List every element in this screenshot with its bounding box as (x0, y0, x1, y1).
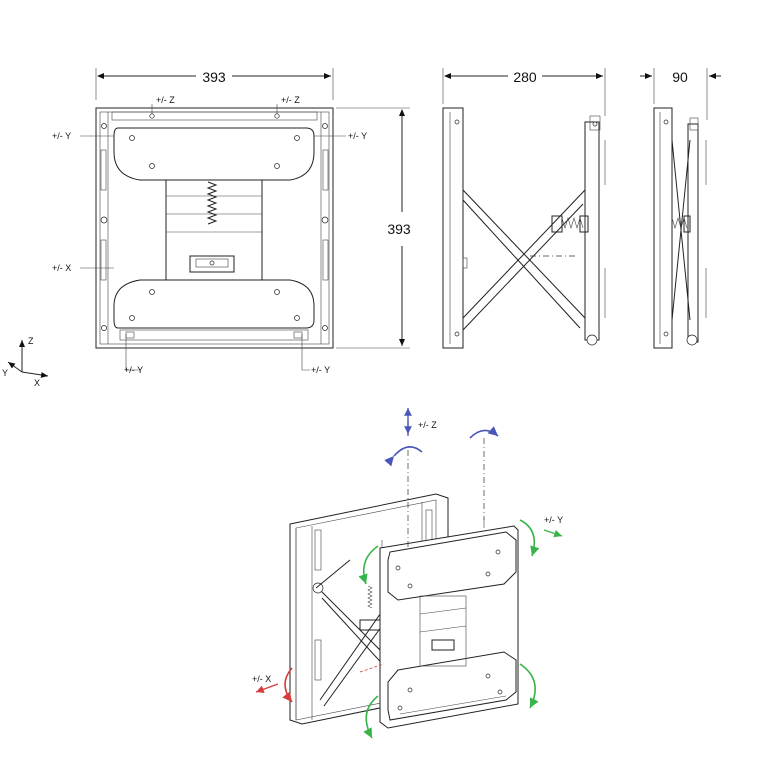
compact-view: 90 (640, 68, 721, 349)
label-front-y-bottom-right: +/- Y (311, 365, 330, 375)
label-front-z-right: +/- Z (281, 95, 300, 105)
front-height-text: 393 (387, 221, 411, 237)
side-view: 280 (442, 68, 606, 349)
iso-y-rotation: +/- Y (358, 515, 563, 739)
iso-z-rotation: +/- Z (384, 408, 499, 548)
axis-triad: Z Y X (2, 336, 49, 388)
side-width-text: 280 (513, 69, 537, 85)
iso-front-plate (379, 518, 519, 729)
compact-width-dimension: 90 (640, 68, 721, 120)
compact-width-text: 90 (672, 69, 688, 85)
label-front-y-top-left: +/- Y (52, 131, 71, 141)
iso-x-rotation: +/- X (252, 663, 385, 703)
axis-z-label: Z (28, 336, 34, 346)
label-front-x-left: +/- X (52, 263, 71, 273)
label-front-y-top-right: +/- Y (348, 131, 367, 141)
label-front-y-bottom-left: +/- Y (124, 365, 143, 375)
axis-x-label: X (34, 378, 40, 388)
spring-front (206, 181, 218, 225)
side-width-dimension: 280 (442, 68, 606, 116)
iso-z-label: +/- Z (418, 420, 437, 430)
front-height-dimension: 393 (336, 107, 411, 349)
iso-x-label: +/- X (252, 674, 271, 684)
iso-y-label: +/- Y (544, 515, 563, 525)
axis-y-label: Y (2, 368, 8, 378)
front-width-text: 393 (202, 69, 226, 85)
label-front-z-left: +/- Z (156, 95, 175, 105)
isometric-view: +/- Z +/- Y +/- X (252, 408, 563, 739)
front-width-dimension: 393 (95, 68, 334, 100)
front-view: 393 393 (52, 68, 411, 375)
